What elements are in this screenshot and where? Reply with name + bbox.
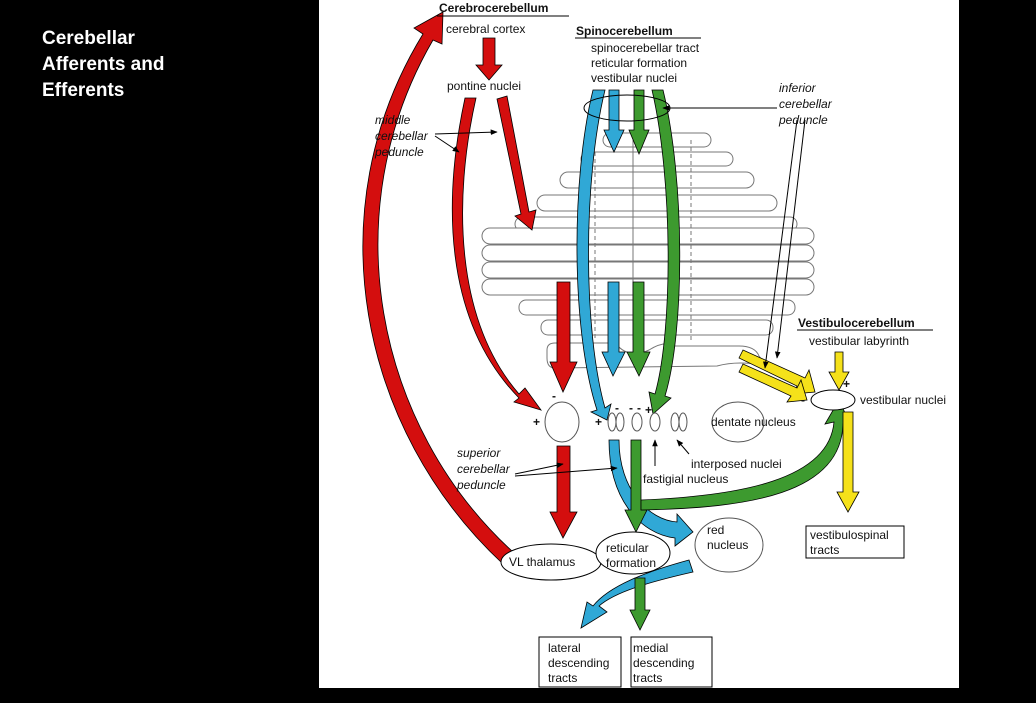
label-medial-descending-2: descending: [633, 656, 694, 670]
blue-arrow-to-lateral-tracts: [580, 559, 694, 629]
header-spinocerebellum: Spinocerebellum: [576, 24, 673, 38]
sign-plus-dentate: +: [533, 415, 540, 429]
label-vestibular-labyrinth: vestibular labyrinth: [809, 334, 909, 348]
yellow-pathways: [738, 349, 860, 513]
inferior-peduncle-ellipse: [583, 94, 671, 122]
label-dentate-nucleus: dentate nucleus: [711, 415, 796, 429]
blue-pathways: [576, 89, 694, 629]
red-arrow-cerebellum-to-nucleus: [549, 281, 578, 393]
sign-plus-interposed: +: [645, 403, 652, 417]
header-cerebrocerebellum: Cerebrocerebellum: [439, 1, 548, 15]
vestibular-nuclei-oval: [810, 389, 856, 411]
label-medial-descending-3: tracts: [633, 671, 662, 685]
label-fastigial-nucleus: fastigial nucleus: [643, 472, 728, 486]
sign-minus-dentate: -: [552, 389, 556, 403]
diagram-panel: Cerebrocerebellum cerebral cortex pontin…: [319, 0, 959, 688]
yellow-arrow-labyrinth: [828, 351, 850, 391]
title-line-1: Cerebellar: [42, 28, 135, 49]
cerebellum-folia: [481, 132, 815, 369]
sign-minus-fastigial: -: [615, 401, 619, 415]
label-middle-peduncle-3: peduncle: [374, 145, 424, 159]
label-superior-peduncle-2: cerebellar: [457, 462, 511, 476]
label-medial-descending-1: medial: [633, 641, 668, 655]
label-middle-peduncle-2: cerebellar: [375, 129, 429, 143]
red-arrow-cortex-to-pontine: [475, 37, 503, 81]
label-lateral-descending-3: tracts: [548, 671, 577, 685]
interposed-oval-1: [631, 412, 643, 432]
red-nucleus-oval: [694, 517, 764, 573]
vestibulospinal-box: [805, 525, 905, 559]
label-inferior-peduncle-3: peduncle: [778, 113, 828, 127]
red-arrow-thalamus-to-cortex: [362, 11, 514, 565]
reticular-formation-oval: [595, 531, 671, 575]
sign-minus-vestibular: -: [801, 393, 805, 407]
interposed-oval-2: [649, 412, 661, 432]
slide-title: Cerebellar Afferents and Efferents: [42, 26, 282, 104]
label-superior-peduncle-3: peduncle: [456, 478, 506, 492]
label-inferior-peduncle-2: cerebellar: [779, 97, 833, 111]
annotation-arrows: [434, 105, 806, 477]
fastigial-oval-2: [615, 412, 625, 432]
label-middle-peduncle-1: middle: [375, 113, 411, 127]
red-arrow-pontine-to-dentate: [451, 97, 543, 411]
title-line-3: Efferents: [42, 80, 125, 101]
label-superior-peduncle-1: superior: [457, 446, 501, 460]
green-arrow-inside: [626, 281, 651, 377]
red-arrow-nucleus-to-thalamus: [549, 445, 578, 539]
green-arrow-long-loop: [648, 89, 681, 415]
green-arrow-short-top: [628, 89, 650, 156]
label-spinocerebellar-tract: spinocerebellar tract: [591, 41, 700, 55]
label-reticular-formation-2: formation: [606, 556, 656, 570]
label-lateral-descending-1: lateral: [548, 641, 581, 655]
dentate-oval: [544, 401, 580, 443]
synapse-signs: - + - + - - + + -: [533, 377, 850, 429]
red-arrow-pontine-to-folia: [496, 95, 537, 231]
blue-arrow-long-loop: [576, 89, 612, 421]
lateral-descending-box: [538, 636, 622, 688]
label-vestibular-nuclei: vestibular nuclei: [860, 393, 946, 407]
label-vestibular-nuclei-top: vestibular nuclei: [591, 71, 677, 85]
deep-nuclei: [544, 401, 765, 443]
label-vestibulospinal-1: vestibulospinal: [810, 528, 889, 542]
dentate-nucleus-right-oval: [711, 401, 765, 443]
label-inferior-peduncle-1: inferior: [779, 81, 817, 95]
yellow-arrow-vestibulospinal: [836, 411, 860, 513]
blue-arrow-inside: [601, 281, 626, 377]
red-pathways: [362, 11, 578, 565]
green-arrow-to-reticular: [624, 439, 648, 533]
label-cerebral-cortex: cerebral cortex: [446, 22, 525, 36]
green-arrow-to-medial-tracts: [629, 577, 651, 631]
yellow-arrow-inferior-2: [738, 363, 808, 403]
medial-descending-box: [630, 636, 713, 688]
label-lateral-descending-2: descending: [548, 656, 609, 670]
label-vl-thalamus: VL thalamus: [509, 555, 575, 569]
label-red-nucleus-2: nucleus: [707, 538, 748, 552]
blue-arrow-short-top: [603, 89, 625, 153]
sign-plus-vestibular: +: [843, 377, 850, 391]
label-pontine-nuclei: pontine nuclei: [447, 79, 521, 93]
green-pathways: [624, 89, 852, 631]
label-vestibulospinal-2: tracts: [810, 543, 839, 557]
label-interposed-nuclei: interposed nuclei: [691, 457, 782, 471]
label-reticular-formation-1: reticular: [606, 541, 649, 555]
label-reticular-formation-top: reticular formation: [591, 56, 687, 70]
sign-minus-interposed-2: -: [637, 401, 641, 415]
fastigial-oval-1: [607, 412, 617, 432]
cerebellum-diagram: Cerebrocerebellum cerebral cortex pontin…: [362, 1, 946, 688]
blue-arrow-to-red-nucleus: [608, 439, 694, 547]
interposed-oval-3: [670, 412, 680, 432]
header-vestibulocerebellum: Vestibulocerebellum: [798, 316, 915, 330]
interposed-oval-4: [678, 412, 688, 432]
title-line-2: Afferents and: [42, 54, 165, 75]
sign-minus-interposed-1: -: [629, 401, 633, 415]
sign-plus-fastigial: +: [595, 415, 602, 429]
label-red-nucleus-1: red: [707, 523, 724, 537]
